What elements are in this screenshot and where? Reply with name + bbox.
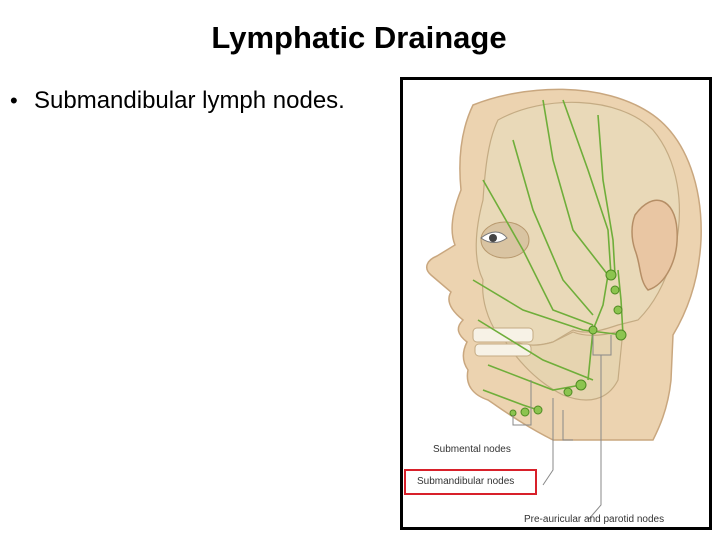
bullet-marker: • [10,88,18,113]
parotid-node [613,305,623,315]
label-preauricular-nodes: Pre-auricular and parotid nodes [524,514,665,525]
lymph-nodes [509,269,627,417]
skull-shape [475,101,680,346]
submandibular-node [575,379,587,391]
submental-node [533,405,543,415]
preauricular-node [615,329,627,341]
parotid-node [610,285,620,295]
submandibular-node [588,325,598,335]
preauricular-leader [592,335,612,356]
submandibular-leader [542,398,554,486]
label-submandibular-nodes: Submandibular nodes [404,469,537,495]
lower-teeth [474,343,532,357]
preauricular-leader [587,355,602,521]
orbit [480,221,530,259]
bullet-list: • Submandibular lymph nodes. [8,86,388,116]
head-anatomy-drawing [426,88,702,521]
slide-title: Lymphatic Drainage [211,20,507,55]
bullet-text: Submandibular lymph nodes. [34,87,345,114]
submandibular-leader [562,410,573,441]
label-submental-nodes: Submental nodes [433,444,511,455]
pupil [489,234,497,242]
submental-node [520,407,530,417]
leader-lines [512,335,612,521]
lymph-vessels [472,99,624,411]
ear [631,199,678,291]
parotid-node [605,269,617,281]
bullet-item: • Submandibular lymph nodes. [8,86,388,116]
lymph-node-illustration: Submental nodes Submandibular nodes Pre-… [400,77,712,530]
submandibular-node [563,387,573,397]
submental-leader [512,380,532,426]
